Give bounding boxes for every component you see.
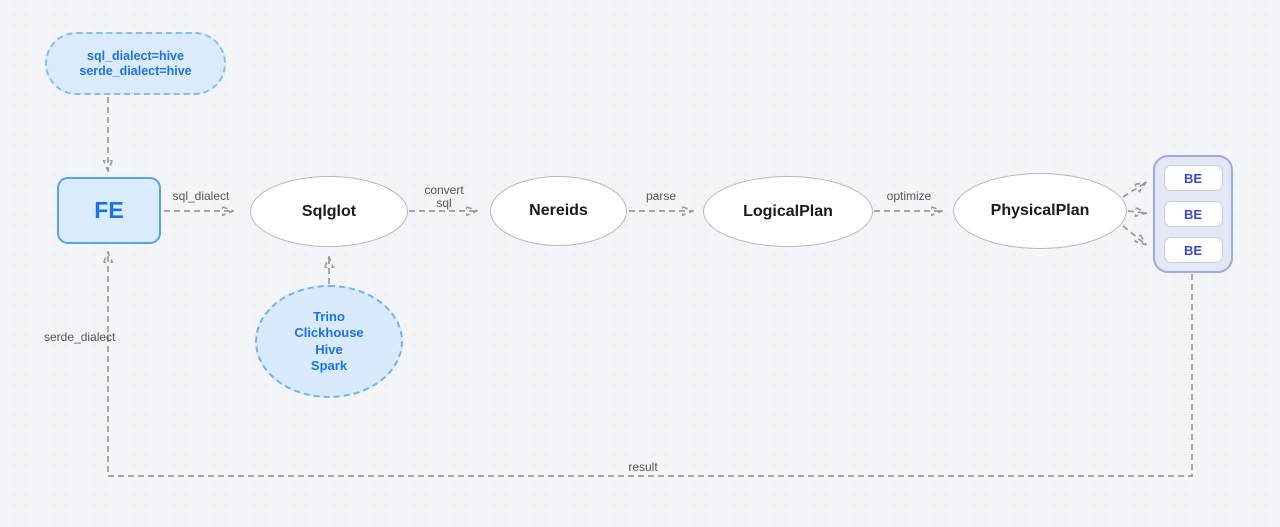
config-note-line: sql_dialect=hive [87, 48, 184, 63]
node-sqlglot-label: Sqlglot [301, 202, 357, 220]
dialect-item: Spark [310, 358, 348, 373]
edge-physicalplan-to-be-1 [1122, 183, 1145, 198]
dialect-item: Clickhouse [294, 325, 364, 340]
edge-label-parse: parse [645, 189, 677, 203]
config-note-line: serde_dialect=hive [79, 63, 192, 78]
edge-label-optimize: optimize [886, 189, 932, 203]
edge-label-sql-dialect: sql_dialect [172, 189, 230, 203]
node-be: BE [1163, 165, 1223, 191]
config-note: sql_dialect=hive serde_dialect=hive [45, 32, 226, 95]
dialect-item: Hive [315, 341, 343, 357]
node-physicalplan-label: PhysicalPlan [990, 202, 1090, 219]
edge-physicalplan-to-be-2 [1127, 211, 1145, 213]
node-be: BE [1163, 201, 1223, 227]
node-sqlglot: Sqlglot [250, 176, 408, 247]
node-fe: FE [57, 177, 161, 244]
node-be-label: BE [1183, 206, 1203, 222]
node-physicalplan: PhysicalPlan [953, 173, 1127, 249]
dialect-item: Trino [313, 308, 345, 324]
edge-physicalplan-to-be-3 [1122, 225, 1145, 244]
node-be-label: BE [1183, 242, 1203, 258]
node-be-label: BE [1183, 170, 1203, 186]
dialects-note: Trino Clickhouse Hive Spark [255, 285, 403, 398]
edge-label-serde-dialect: serde_dialect [44, 330, 116, 344]
node-nereids-label: Nereids [529, 202, 588, 219]
be-cluster: BE BE BE [1153, 155, 1233, 273]
node-logicalplan: LogicalPlan [703, 176, 873, 247]
node-be: BE [1163, 237, 1223, 263]
edge-result-loop [108, 253, 1193, 477]
node-logicalplan-label: LogicalPlan [743, 202, 833, 220]
edge-label-result: result [628, 460, 658, 474]
node-fe-label: FE [94, 197, 124, 223]
node-nereids: Nereids [490, 176, 627, 246]
